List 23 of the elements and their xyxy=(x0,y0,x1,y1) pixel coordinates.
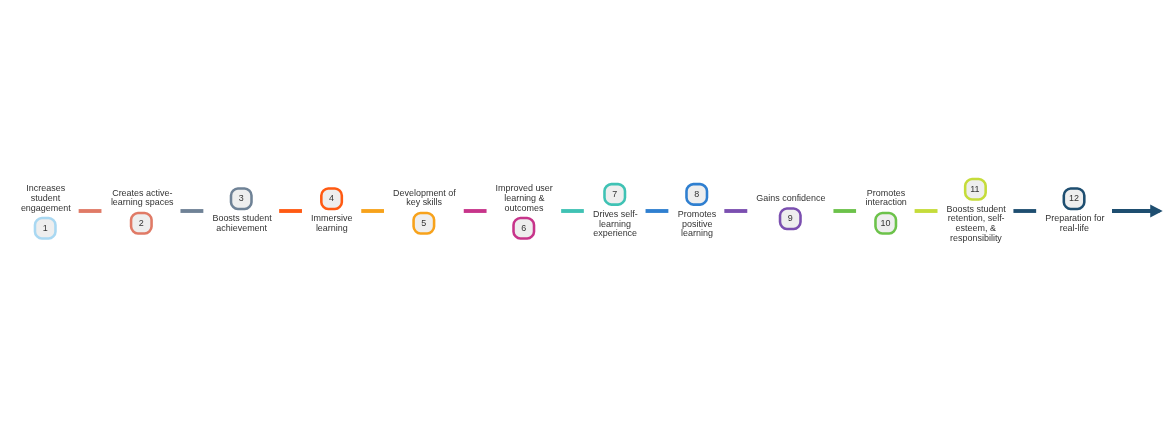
connector xyxy=(180,208,204,213)
connector xyxy=(833,208,857,213)
connector xyxy=(645,208,669,213)
node-label: Drives self-learning experience xyxy=(592,208,638,238)
node-label: Promotes positive learning xyxy=(677,208,717,238)
node-label: Boosts student retention, self-esteem, & responsibility xyxy=(946,203,1006,243)
node-label: Promotes interaction xyxy=(865,187,907,207)
node-label: Immersive learning xyxy=(311,212,353,233)
connector xyxy=(561,208,584,213)
connector xyxy=(361,208,384,213)
connector xyxy=(914,208,938,213)
node-label: Creates active-learning spaces xyxy=(110,187,174,207)
node-label: Development of key skills xyxy=(393,187,456,207)
connector xyxy=(1013,208,1037,213)
connector xyxy=(463,208,487,213)
connector xyxy=(78,208,102,213)
node-label: Boosts student achievement xyxy=(212,212,272,233)
node-label: Preparation for real-life xyxy=(1045,212,1105,233)
connector xyxy=(279,208,302,213)
node-label: Increases student engagement xyxy=(20,182,71,212)
node-label: Gains confidence xyxy=(756,192,826,203)
connector xyxy=(724,208,748,213)
node-label: Improved user learning & outcomes xyxy=(495,182,553,212)
